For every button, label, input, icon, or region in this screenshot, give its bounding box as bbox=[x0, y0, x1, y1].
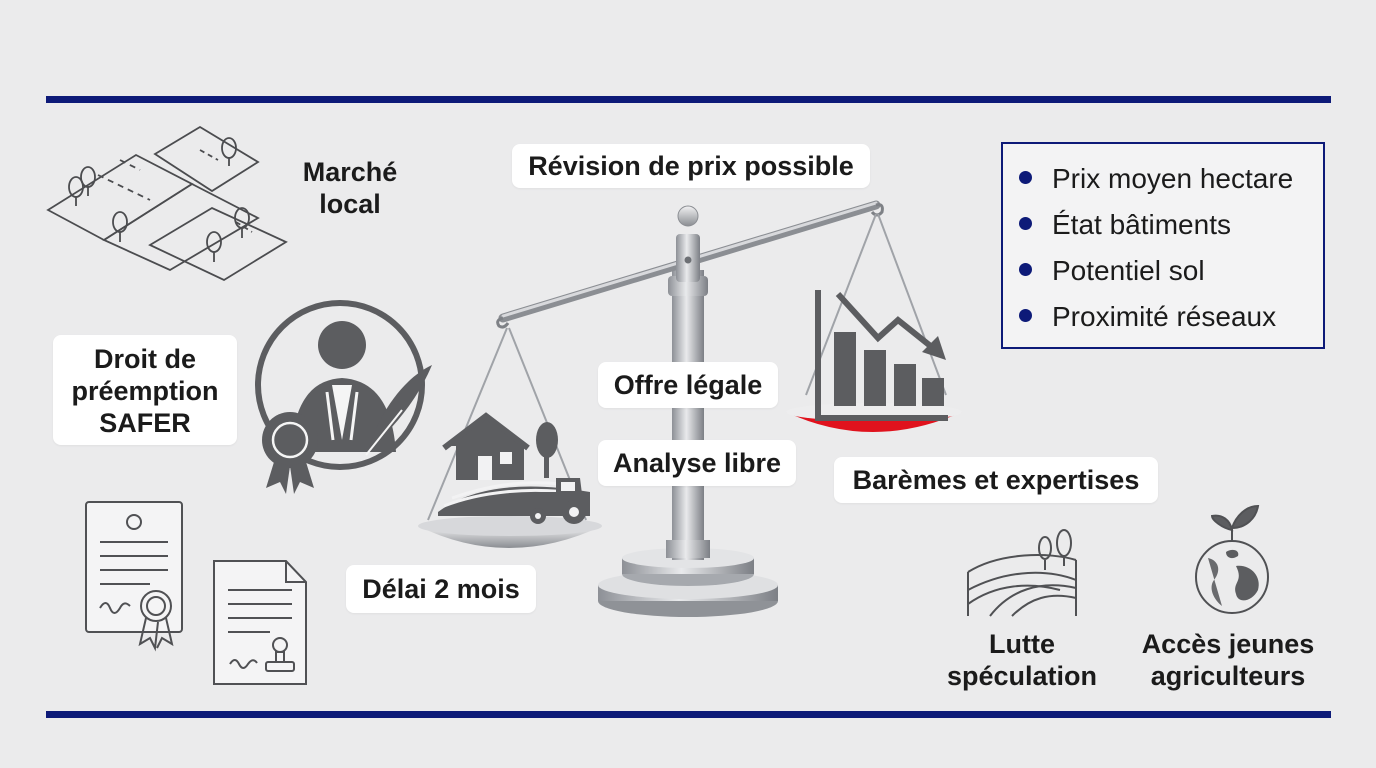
price-revision-text: Révision de prix possible bbox=[528, 151, 854, 181]
delay-text: Délai 2 mois bbox=[362, 574, 520, 604]
criteria-text: État bâtiments bbox=[1052, 209, 1231, 240]
label-safer-preemption: Droit de préemption SAFER bbox=[53, 335, 237, 445]
criteria-item: Potentiel sol bbox=[1019, 248, 1323, 294]
bullet-dot-icon bbox=[1019, 217, 1032, 231]
criteria-legend: Prix moyen hectare État bâtiments Potent… bbox=[1001, 142, 1325, 349]
bottom-rule bbox=[46, 711, 1331, 718]
criteria-item: Proximité réseaux bbox=[1019, 294, 1323, 340]
local-market-line2: local bbox=[319, 189, 381, 219]
young-farmers-line1: Accès jeunes bbox=[1141, 629, 1315, 659]
free-analysis-text: Analyse libre bbox=[612, 448, 782, 478]
certificate-document-icon bbox=[85, 501, 183, 652]
criteria-text: Potentiel sol bbox=[1052, 255, 1205, 286]
criteria-list: Prix moyen hectare État bâtiments Potent… bbox=[1003, 144, 1323, 340]
label-young-farmers: Accès jeunes agriculteurs bbox=[1126, 628, 1330, 692]
criteria-text: Proximité réseaux bbox=[1052, 301, 1277, 332]
balance-scale-icon bbox=[418, 200, 947, 617]
label-anti-speculation: Lutte spéculation bbox=[936, 628, 1108, 692]
scales-expertise-text: Barèmes et expertises bbox=[852, 465, 1140, 495]
label-local-market: Marché local bbox=[282, 156, 418, 220]
label-price-revision: Révision de prix possible bbox=[512, 144, 870, 188]
globe-sprout-icon bbox=[1195, 504, 1269, 614]
notary-seal-quill-icon bbox=[255, 300, 432, 494]
safer-line3: SAFER bbox=[99, 408, 191, 438]
criteria-item: État bâtiments bbox=[1019, 202, 1323, 248]
local-market-line1: Marché bbox=[302, 157, 398, 187]
young-farmers-line2: agriculteurs bbox=[1150, 661, 1306, 691]
bullet-dot-icon bbox=[1019, 171, 1032, 185]
legal-offer-text: Offre légale bbox=[613, 370, 763, 400]
bullet-dot-icon bbox=[1019, 309, 1032, 323]
label-two-month-delay: Délai 2 mois bbox=[346, 565, 536, 613]
top-rule bbox=[46, 96, 1331, 103]
label-scales-expertise: Barèmes et expertises bbox=[834, 457, 1158, 503]
criteria-item: Prix moyen hectare bbox=[1019, 156, 1323, 202]
safer-line1: Droit de bbox=[93, 344, 196, 374]
criteria-text: Prix moyen hectare bbox=[1052, 163, 1294, 194]
land-parcels-icon bbox=[46, 125, 288, 282]
declining-bar-chart-icon bbox=[786, 290, 962, 432]
fields-trees-icon bbox=[967, 529, 1077, 617]
bullet-dot-icon bbox=[1019, 263, 1032, 277]
label-legal-offer: Offre légale bbox=[598, 362, 778, 408]
safer-line2: préemption bbox=[71, 376, 219, 406]
farm-house-tractor-icon bbox=[438, 412, 590, 524]
signed-contract-stamp-icon bbox=[213, 560, 307, 685]
anti-speculation-line1: Lutte bbox=[989, 629, 1055, 659]
label-free-analysis: Analyse libre bbox=[598, 440, 796, 486]
anti-speculation-line2: spéculation bbox=[946, 661, 1098, 691]
